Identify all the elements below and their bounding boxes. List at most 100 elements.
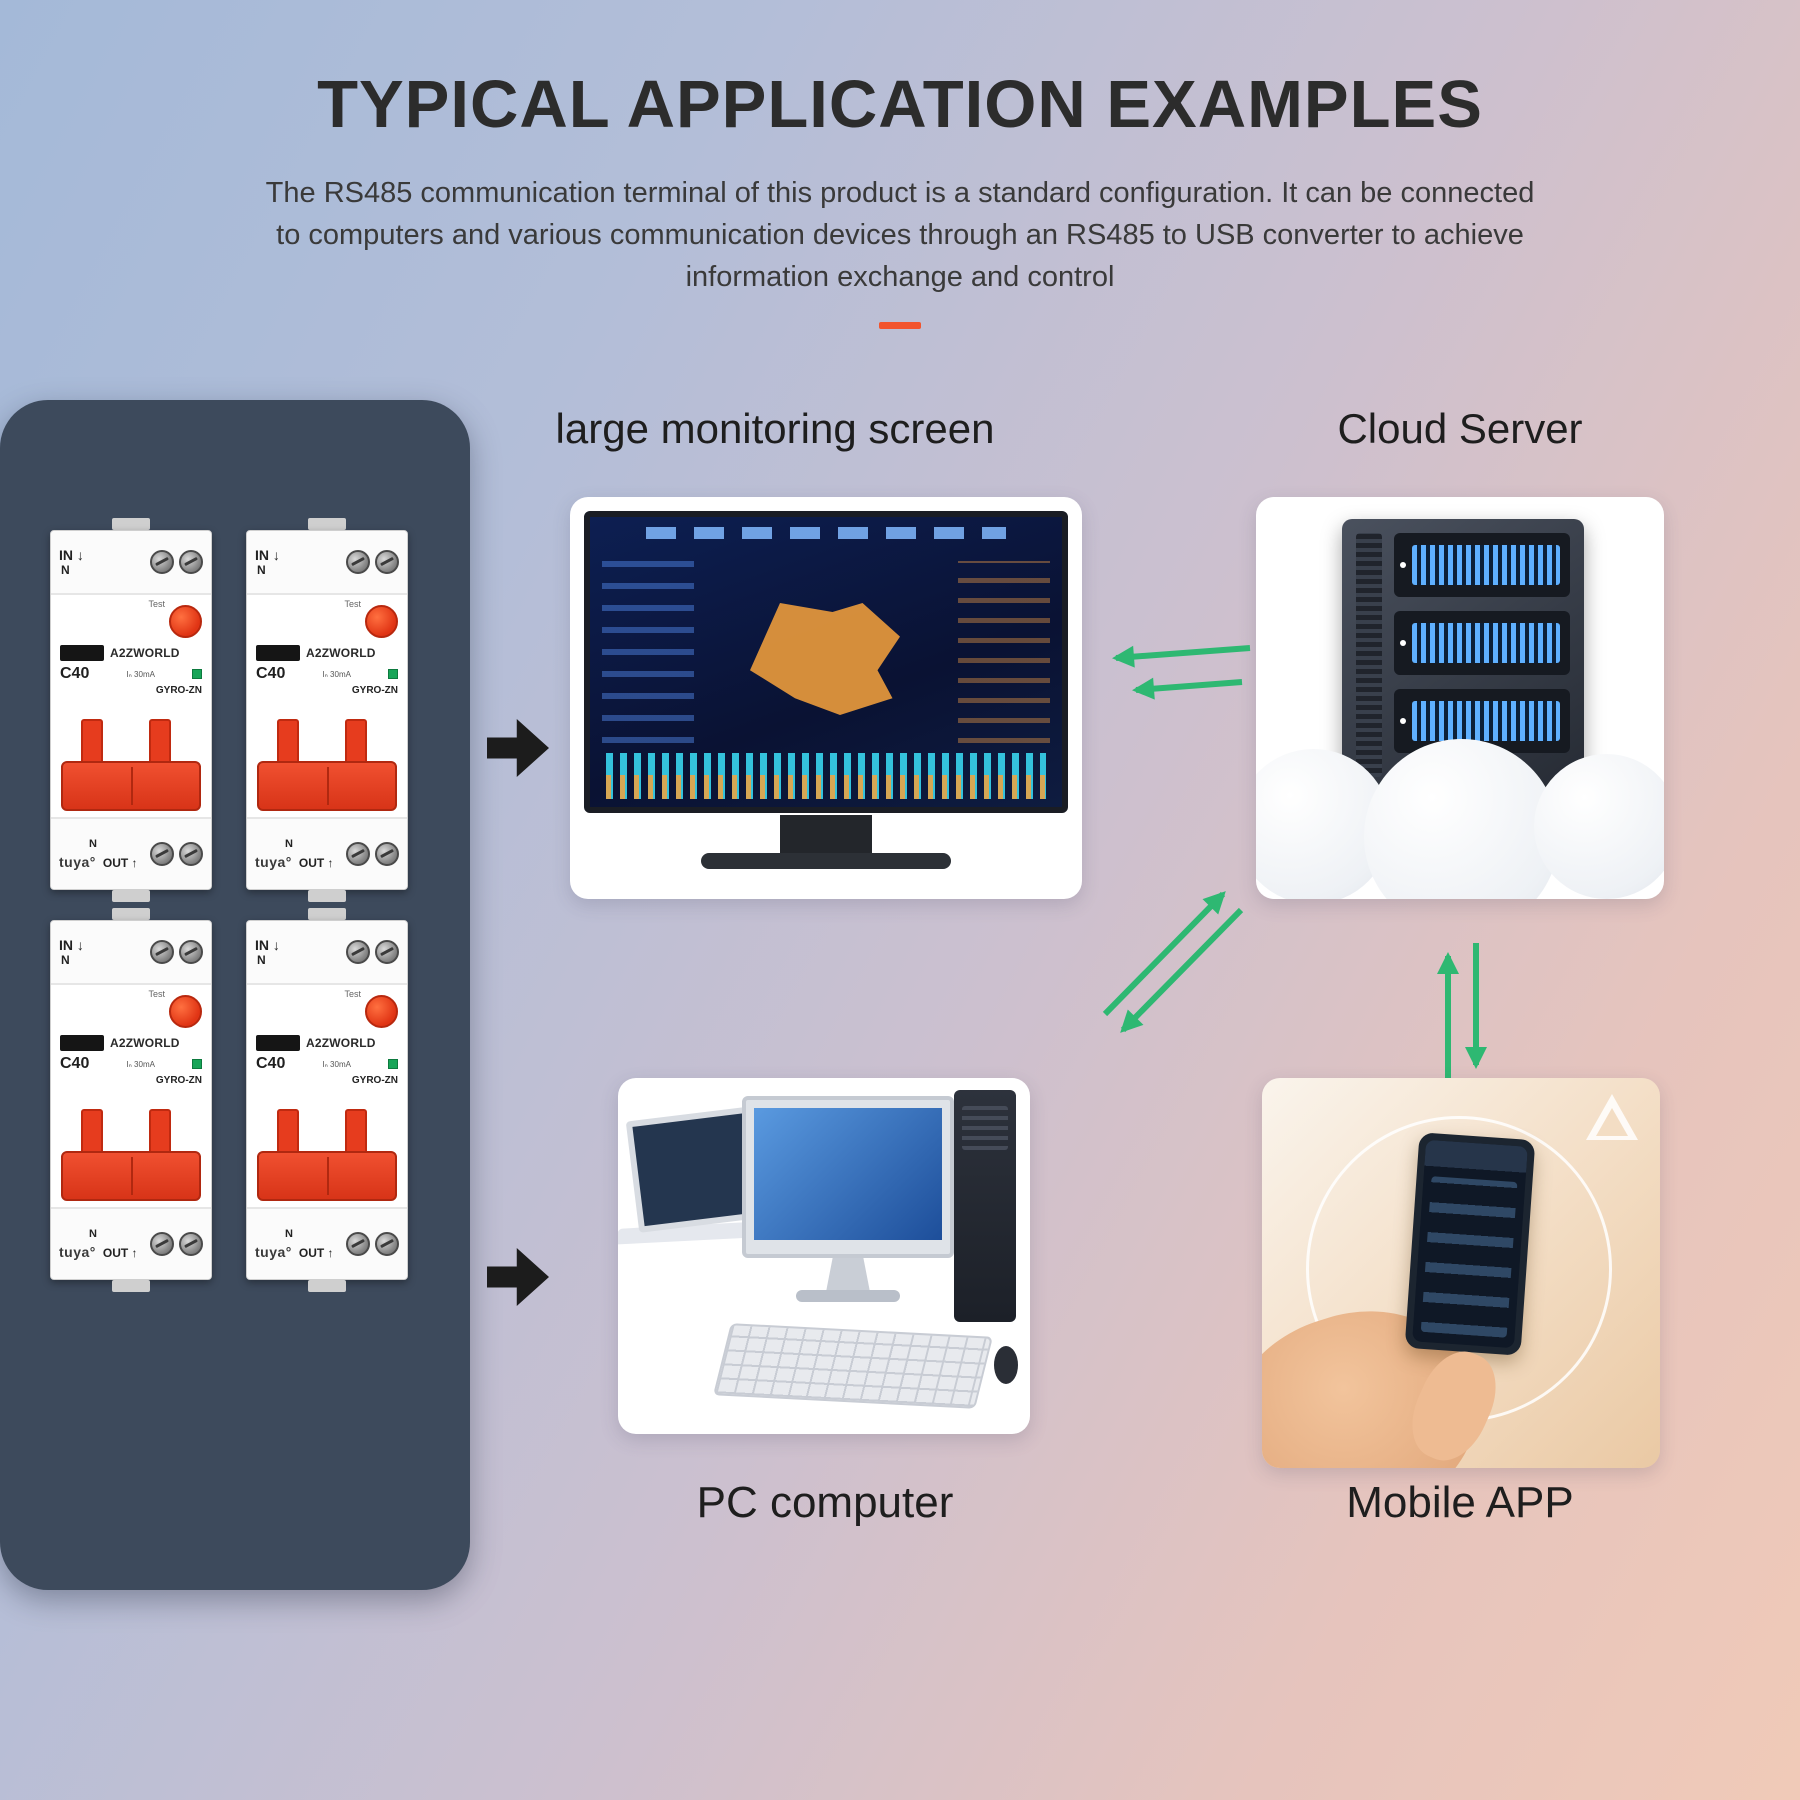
dashboard-topbar-graphic xyxy=(646,527,1006,539)
test-label: Test xyxy=(344,989,361,999)
spec-row: C40 Iₙ 30mA xyxy=(256,665,398,683)
terminal-screws xyxy=(346,940,399,964)
brand-label: A2ZWORLD xyxy=(306,646,376,660)
n-label: N xyxy=(285,838,293,850)
toggle-switch xyxy=(61,719,201,811)
switch-stem xyxy=(277,719,299,765)
test-label: Test xyxy=(148,989,165,999)
switch-stem xyxy=(345,719,367,765)
screw-icon xyxy=(179,940,203,964)
din-rail-tab xyxy=(308,518,346,530)
terminal-labels: IN ↓ N xyxy=(59,937,84,967)
n-label: N xyxy=(61,563,70,577)
screw-icon xyxy=(150,842,174,866)
monitor-base xyxy=(796,1290,900,1302)
brand-label: A2ZWORLD xyxy=(306,1036,376,1050)
terminal-labels: IN ↓ N xyxy=(59,547,84,577)
tuya-logo: tuya° xyxy=(255,1244,292,1260)
breaker-output-terminal: N tuya° OUT ↑ xyxy=(247,817,407,889)
app-screen-graphic xyxy=(1412,1139,1528,1349)
display-row: A2ZWORLD xyxy=(60,1035,202,1051)
switch-handle xyxy=(61,1151,201,1201)
din-rail-tab xyxy=(112,518,150,530)
terminal-labels: IN ↓ N xyxy=(255,547,280,577)
display-row: A2ZWORLD xyxy=(60,645,202,661)
series-label: GYRO-ZN xyxy=(351,1075,398,1086)
terminal-labels: IN ↓ N xyxy=(255,937,280,967)
switch-handle xyxy=(257,761,397,811)
model-label: C40 xyxy=(60,1055,90,1072)
switch-stem xyxy=(149,1109,171,1155)
terminal-screws xyxy=(150,1232,203,1256)
din-rail-tab xyxy=(112,1280,150,1292)
screw-icon xyxy=(346,1232,370,1256)
screen-base xyxy=(701,853,951,869)
screw-icon xyxy=(150,940,174,964)
breaker-face: Test A2ZWORLD C40 Iₙ 30mA GYRO-ZN xyxy=(51,595,211,817)
green-arrows-pc-cloud xyxy=(1102,891,1244,1033)
cloud-graphic xyxy=(1534,754,1664,899)
dashboard-bar-chart-graphic xyxy=(606,775,1046,799)
bottom-row: tuya° OUT ↑ xyxy=(59,1244,138,1260)
n-label: N xyxy=(257,563,266,577)
terminal-screws xyxy=(150,550,203,574)
n-label: N xyxy=(89,1228,97,1240)
out-label: OUT ↑ xyxy=(298,1246,334,1260)
screw-icon xyxy=(375,550,399,574)
switch-stem xyxy=(81,719,103,765)
breaker-input-terminal: IN ↓ N xyxy=(247,921,407,985)
screw-icon xyxy=(375,940,399,964)
switch-stem xyxy=(81,1109,103,1155)
terminal-screws xyxy=(346,1232,399,1256)
screw-icon xyxy=(346,550,370,574)
out-label: OUT ↑ xyxy=(298,856,334,870)
circuit-breaker: IN ↓ N Test A2ZWORLD C40 Iₙ 30mA xyxy=(246,908,408,1292)
breaker-face: Test A2ZWORLD C40 Iₙ 30mA GYRO-ZN xyxy=(247,985,407,1207)
n-label: N xyxy=(285,1228,293,1240)
monitor-section-label: large monitoring screen xyxy=(555,405,995,452)
display-window xyxy=(60,645,104,661)
breaker-output-terminal: N tuya° OUT ↑ xyxy=(247,1207,407,1279)
pc-section-label: PC computer xyxy=(696,1478,954,1527)
display-window xyxy=(256,645,300,661)
switch-stem xyxy=(149,719,171,765)
screen-stand xyxy=(780,815,872,853)
status-indicator xyxy=(191,1059,202,1069)
in-label: IN ↓ xyxy=(59,547,84,563)
rating-label: Iₙ 30mA xyxy=(322,1059,351,1069)
keyboard-graphic xyxy=(713,1323,993,1409)
tuya-logo: tuya° xyxy=(59,1244,96,1260)
mouse-graphic xyxy=(994,1346,1018,1384)
out-label: OUT ↑ xyxy=(102,856,138,870)
terminal-labels: N tuya° OUT ↑ xyxy=(255,838,334,870)
test-button xyxy=(169,605,202,638)
tuya-logo: tuya° xyxy=(59,854,96,870)
screw-icon xyxy=(179,550,203,574)
terminal-screws xyxy=(150,842,203,866)
screw-icon xyxy=(346,940,370,964)
display-row: A2ZWORLD xyxy=(256,645,398,661)
toggle-switch xyxy=(257,1109,397,1201)
bottom-row: tuya° OUT ↑ xyxy=(59,854,138,870)
green-arrows-cloud-mobile xyxy=(1437,943,1487,1078)
n-label: N xyxy=(89,838,97,850)
din-rail-tab xyxy=(308,890,346,902)
desktop-tower-graphic xyxy=(954,1090,1016,1322)
breaker-panel: IN ↓ N Test A2ZWORLD C40 Iₙ 30mA xyxy=(0,400,470,1590)
spec-row: C40 Iₙ 30mA xyxy=(60,665,202,683)
breaker-input-terminal: IN ↓ N xyxy=(247,531,407,595)
screw-icon xyxy=(375,842,399,866)
out-label: OUT ↑ xyxy=(102,1246,138,1260)
circuit-breaker: IN ↓ N Test A2ZWORLD C40 Iₙ 30mA xyxy=(50,518,212,902)
dashboard-map-graphic xyxy=(750,603,900,715)
terminal-screws xyxy=(346,842,399,866)
brand-label: A2ZWORLD xyxy=(110,1036,180,1050)
tuya-logo: tuya° xyxy=(255,854,292,870)
cloud-section-label: Cloud Server xyxy=(1337,405,1583,452)
breaker-body: IN ↓ N Test A2ZWORLD C40 Iₙ 30mA xyxy=(50,920,212,1280)
breaker-slot: IN ↓ N Test A2ZWORLD C40 Iₙ 30mA xyxy=(50,908,212,1292)
page-title: TYPICAL APPLICATION EXAMPLES xyxy=(317,67,1483,142)
spec-row: C40 Iₙ 30mA xyxy=(256,1055,398,1073)
brand-label: A2ZWORLD xyxy=(110,646,180,660)
